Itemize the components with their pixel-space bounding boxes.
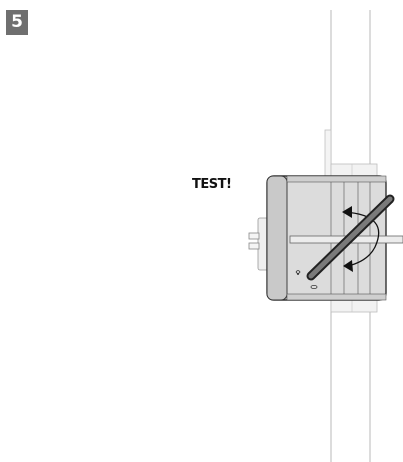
test-lever: [306, 194, 395, 281]
vertical-pipe: [324, 10, 378, 462]
indicator-mark: [310, 284, 318, 289]
side-connector: [248, 217, 269, 271]
rotate-arrows-icon: [342, 206, 380, 272]
test-instruction-label: TEST!: [192, 177, 232, 192]
sensor-icon: [295, 270, 301, 275]
step-number-badge: 5: [6, 10, 28, 35]
